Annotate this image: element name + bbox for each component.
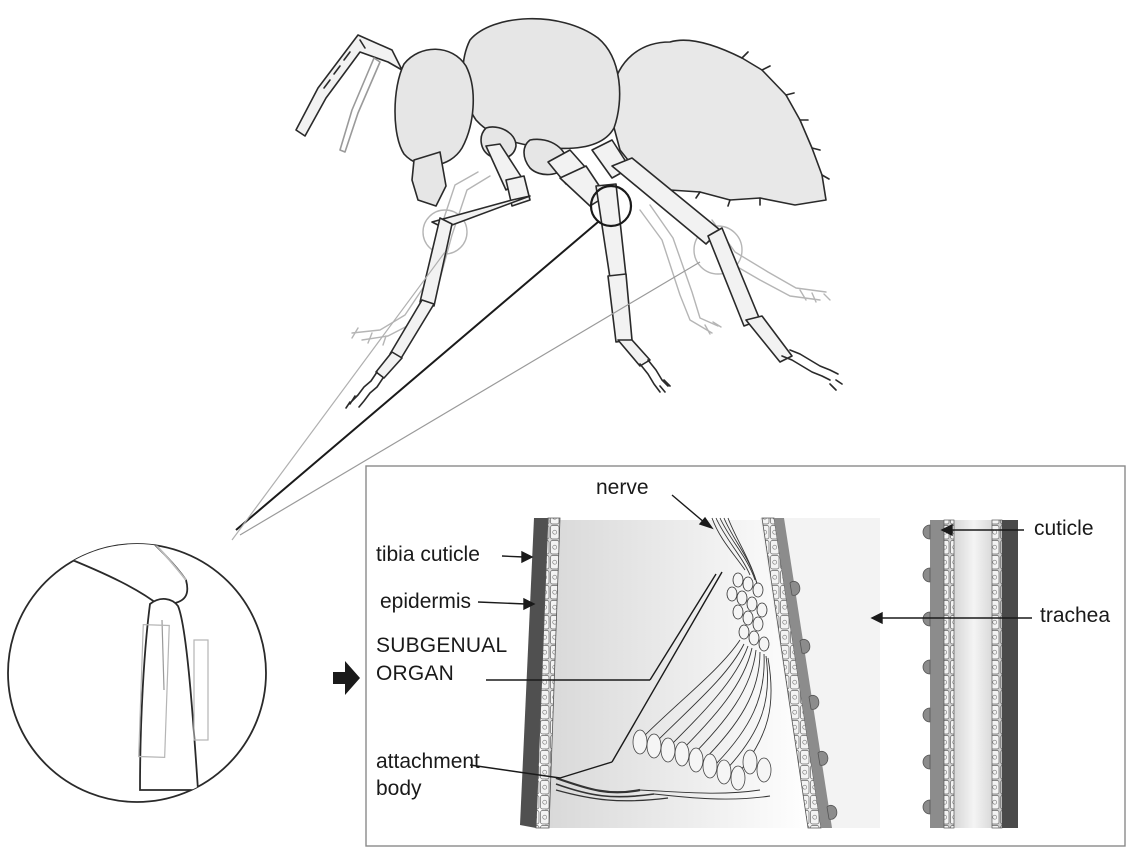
label-attachment-line2: body bbox=[376, 777, 422, 801]
magnified-knee-circle bbox=[8, 515, 266, 802]
label-trachea: trachea bbox=[1040, 604, 1110, 628]
label-tibia-cuticle: tibia cuticle bbox=[376, 543, 480, 567]
label-subgenual-line2: ORGAN bbox=[376, 662, 454, 686]
bee-illustration bbox=[296, 19, 842, 408]
antenna bbox=[296, 35, 402, 152]
label-subgenual-line1: SUBGENUAL bbox=[376, 634, 507, 658]
label-cuticle: cuticle bbox=[1034, 517, 1094, 541]
right-arrow-icon bbox=[333, 661, 360, 695]
trachea-tube bbox=[923, 520, 1018, 828]
label-epidermis: epidermis bbox=[380, 590, 471, 614]
label-attachment-line1: attachment bbox=[376, 750, 480, 774]
label-nerve: nerve bbox=[596, 476, 649, 500]
bee-head bbox=[395, 49, 473, 165]
